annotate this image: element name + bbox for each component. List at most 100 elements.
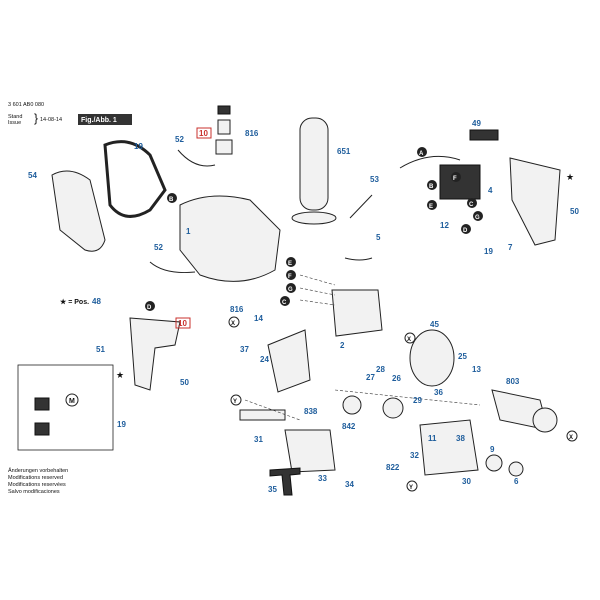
aux-handle-shape <box>299 117 329 211</box>
star-icon: ★ <box>566 172 574 182</box>
aux-handle-base-shape <box>291 211 337 225</box>
label-10: 10 <box>199 129 208 138</box>
motor-symbol-label: M <box>69 398 75 405</box>
svg-text:Y: Y <box>233 399 237 405</box>
gear-842-shape <box>342 395 362 415</box>
handle-frame-shape <box>103 140 167 218</box>
label-6: 6 <box>514 477 519 486</box>
connector-E-2: E <box>427 200 437 210</box>
label-816-b: 816 <box>230 305 244 314</box>
leader-line <box>299 287 336 296</box>
label-822: 822 <box>386 463 400 472</box>
brush-shape <box>217 119 231 135</box>
gear-plate-shape <box>267 329 311 393</box>
connector-B-2: B <box>427 180 437 190</box>
label-7: 7 <box>508 243 513 252</box>
highlight-box-10a <box>196 127 212 139</box>
connector-Y: Y <box>230 394 242 406</box>
connector-Y-2: Y <box>406 480 418 492</box>
label-52: 52 <box>175 135 184 144</box>
pos-note-value: 48 <box>92 297 101 306</box>
connector-E: E <box>286 257 296 267</box>
svg-text:E: E <box>288 261 292 267</box>
brush-holder-shape <box>215 139 233 155</box>
wire-E <box>344 257 373 261</box>
label-651: 651 <box>337 147 351 156</box>
brace-icon: } <box>34 111 38 125</box>
ring-shape <box>508 461 524 477</box>
commutator-shape <box>532 407 558 433</box>
switch-shape <box>439 164 481 200</box>
connector-F-2: F <box>451 172 461 182</box>
connector-X: X <box>228 316 240 328</box>
svg-text:D: D <box>147 305 152 311</box>
label-53: 53 <box>370 175 379 184</box>
svg-text:E: E <box>429 204 433 210</box>
label-50-b: 50 <box>180 378 189 387</box>
connector-F: F <box>286 270 296 280</box>
label-11: 11 <box>428 434 437 443</box>
svg-text:C: C <box>469 202 474 208</box>
svg-text:X: X <box>231 321 235 327</box>
footer-line3: Modifications reservées <box>8 482 66 488</box>
label-1: 1 <box>186 227 191 236</box>
label-26: 26 <box>392 374 401 383</box>
wiring-schematic-frame <box>17 364 114 451</box>
label-14: 14 <box>254 314 263 323</box>
field-coil-shape <box>331 289 383 337</box>
label-33: 33 <box>318 474 327 483</box>
label-27: 27 <box>366 373 375 382</box>
svg-text:X: X <box>569 435 573 441</box>
connector-X-3: X <box>566 430 578 442</box>
star-icon: ★ <box>116 370 124 380</box>
svg-text:B: B <box>169 197 174 203</box>
label-19-c: 19 <box>117 420 126 429</box>
footer-line1: Änderungen vorbehalten <box>8 467 68 474</box>
label-19-b: 19 <box>484 247 493 256</box>
svg-text:Y: Y <box>409 485 413 491</box>
label-30: 30 <box>462 477 471 486</box>
part-54-cover-shape <box>51 170 106 252</box>
footer-line4: Salvo modificaciones <box>8 489 60 495</box>
bearing-shape <box>485 454 503 472</box>
connector-G-2: G <box>473 211 483 221</box>
label-19: 19 <box>134 142 143 151</box>
fig-label: Fig./Abb. 1 <box>81 117 117 124</box>
connector-X-2: X <box>404 332 416 344</box>
chuck-key-shape <box>269 467 301 496</box>
pos-note-prefix: ★ = Pos. <box>60 298 89 306</box>
footer-line2: Modifications reserved <box>8 475 63 481</box>
connector-G: G <box>286 283 296 293</box>
gear-housing-shape <box>419 419 479 476</box>
switch-symbol-2 <box>34 422 50 436</box>
svg-text:A: A <box>419 151 424 157</box>
label-31: 31 <box>254 435 263 444</box>
svg-text:D: D <box>463 228 468 234</box>
label-838: 838 <box>304 407 318 416</box>
label-45: 45 <box>430 320 439 329</box>
label-816: 816 <box>245 129 259 138</box>
label-29: 29 <box>413 396 422 405</box>
label-32: 32 <box>410 451 419 460</box>
label-28: 28 <box>376 365 385 374</box>
svg-text:X: X <box>407 337 411 343</box>
label-4: 4 <box>488 186 493 195</box>
label-38: 38 <box>456 434 465 443</box>
label-5: 5 <box>376 233 381 242</box>
gear-29-shape <box>382 397 404 419</box>
motor-symbol <box>65 393 79 407</box>
leader-line <box>334 389 481 406</box>
label-35: 35 <box>268 485 277 494</box>
connector-C-2: C <box>467 198 477 208</box>
cord-5 <box>349 194 373 219</box>
label-54: 54 <box>28 171 37 180</box>
switch-symbol <box>34 397 50 411</box>
svg-text:C: C <box>282 300 287 306</box>
issue-label: Issue <box>8 120 21 126</box>
connector-C: C <box>280 296 290 306</box>
brush-cap-shape <box>217 105 231 115</box>
svg-text:B: B <box>429 184 434 190</box>
side-handle-shape <box>129 317 181 391</box>
